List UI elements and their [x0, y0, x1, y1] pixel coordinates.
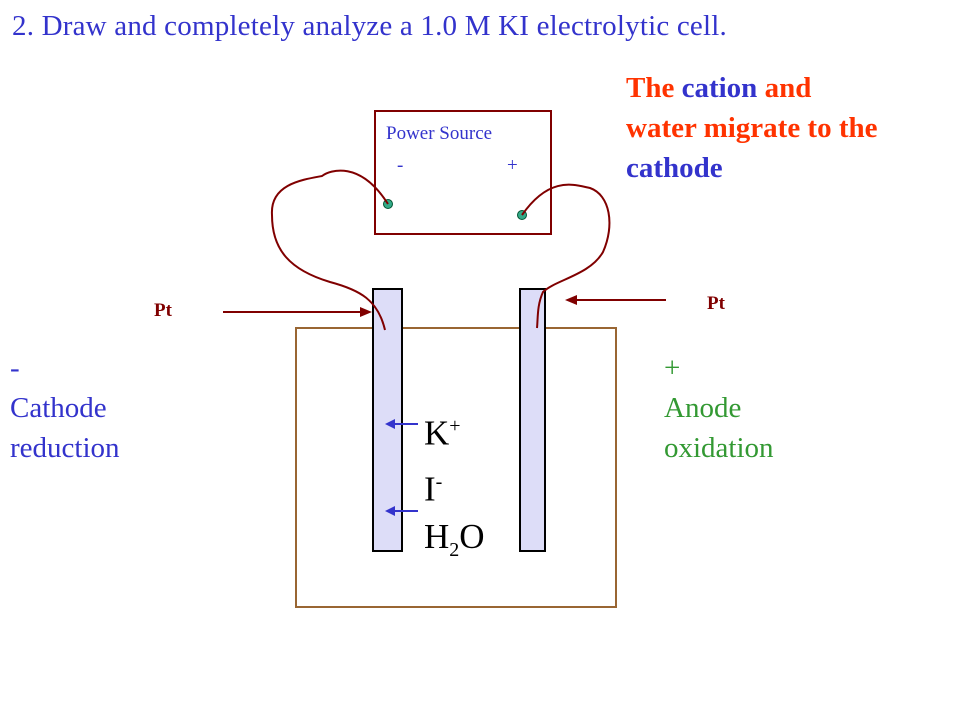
slide-title: 2. Draw and completely analyze a 1.0 M K…: [12, 10, 727, 42]
cathode-block: - Cathode reduction: [10, 348, 120, 468]
pt-left-arrowhead: [360, 307, 372, 317]
pt-left-label: Pt: [154, 300, 172, 321]
ion-species: K+ I- H2O: [424, 402, 485, 574]
species-water: H2O: [424, 517, 485, 562]
power-source-minus: -: [397, 155, 404, 176]
pt-right-arrowhead: [565, 295, 577, 305]
species-potassium: K+: [424, 413, 461, 453]
anode-wire: [521, 183, 611, 329]
cathode-sign: -: [10, 352, 20, 384]
k-migration-arrowhead: [385, 419, 395, 429]
note-word-and: and: [764, 72, 812, 104]
cathode-name: Cathode: [10, 392, 107, 424]
cathode-electrode: [372, 288, 403, 552]
note-word-cation: cation: [681, 72, 758, 104]
note-line-3: cathode: [626, 152, 723, 184]
note-line-1: The cation and: [626, 68, 878, 108]
power-source-plus: +: [507, 155, 518, 176]
power-source-box: [374, 110, 552, 235]
anode-block: + Anode oxidation: [664, 348, 774, 468]
anode-name: Anode: [664, 392, 742, 424]
anode-process: oxidation: [664, 432, 774, 464]
water-migration-arrowhead: [385, 506, 395, 516]
species-iodide: I-: [424, 469, 443, 509]
beaker: [295, 327, 617, 608]
note-word-the: The: [626, 72, 675, 104]
anode-sign: +: [664, 352, 681, 384]
note-line-2: water migrate to the: [626, 112, 878, 144]
cathode-process: reduction: [10, 432, 120, 464]
power-source-label: Power Source: [386, 123, 493, 144]
cathode-wire: [270, 169, 389, 331]
pt-right-label: Pt: [707, 293, 725, 314]
migration-note: The cation and water migrate to the cath…: [626, 68, 878, 188]
anode-electrode: [519, 288, 546, 552]
